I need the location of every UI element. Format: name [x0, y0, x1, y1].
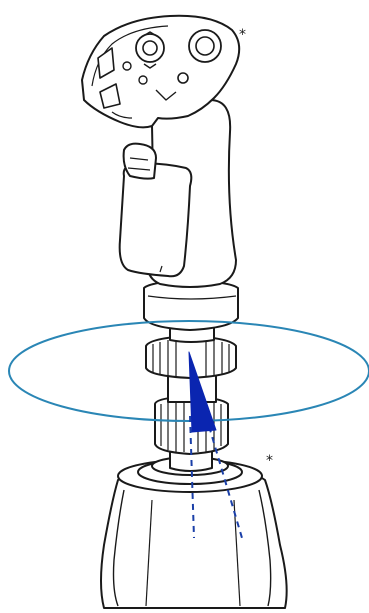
joystick-base	[101, 457, 287, 608]
asterisk-mark-top: *	[239, 28, 246, 42]
joystick-grip	[120, 100, 238, 330]
asterisk-mark-bottom: *	[266, 454, 273, 468]
